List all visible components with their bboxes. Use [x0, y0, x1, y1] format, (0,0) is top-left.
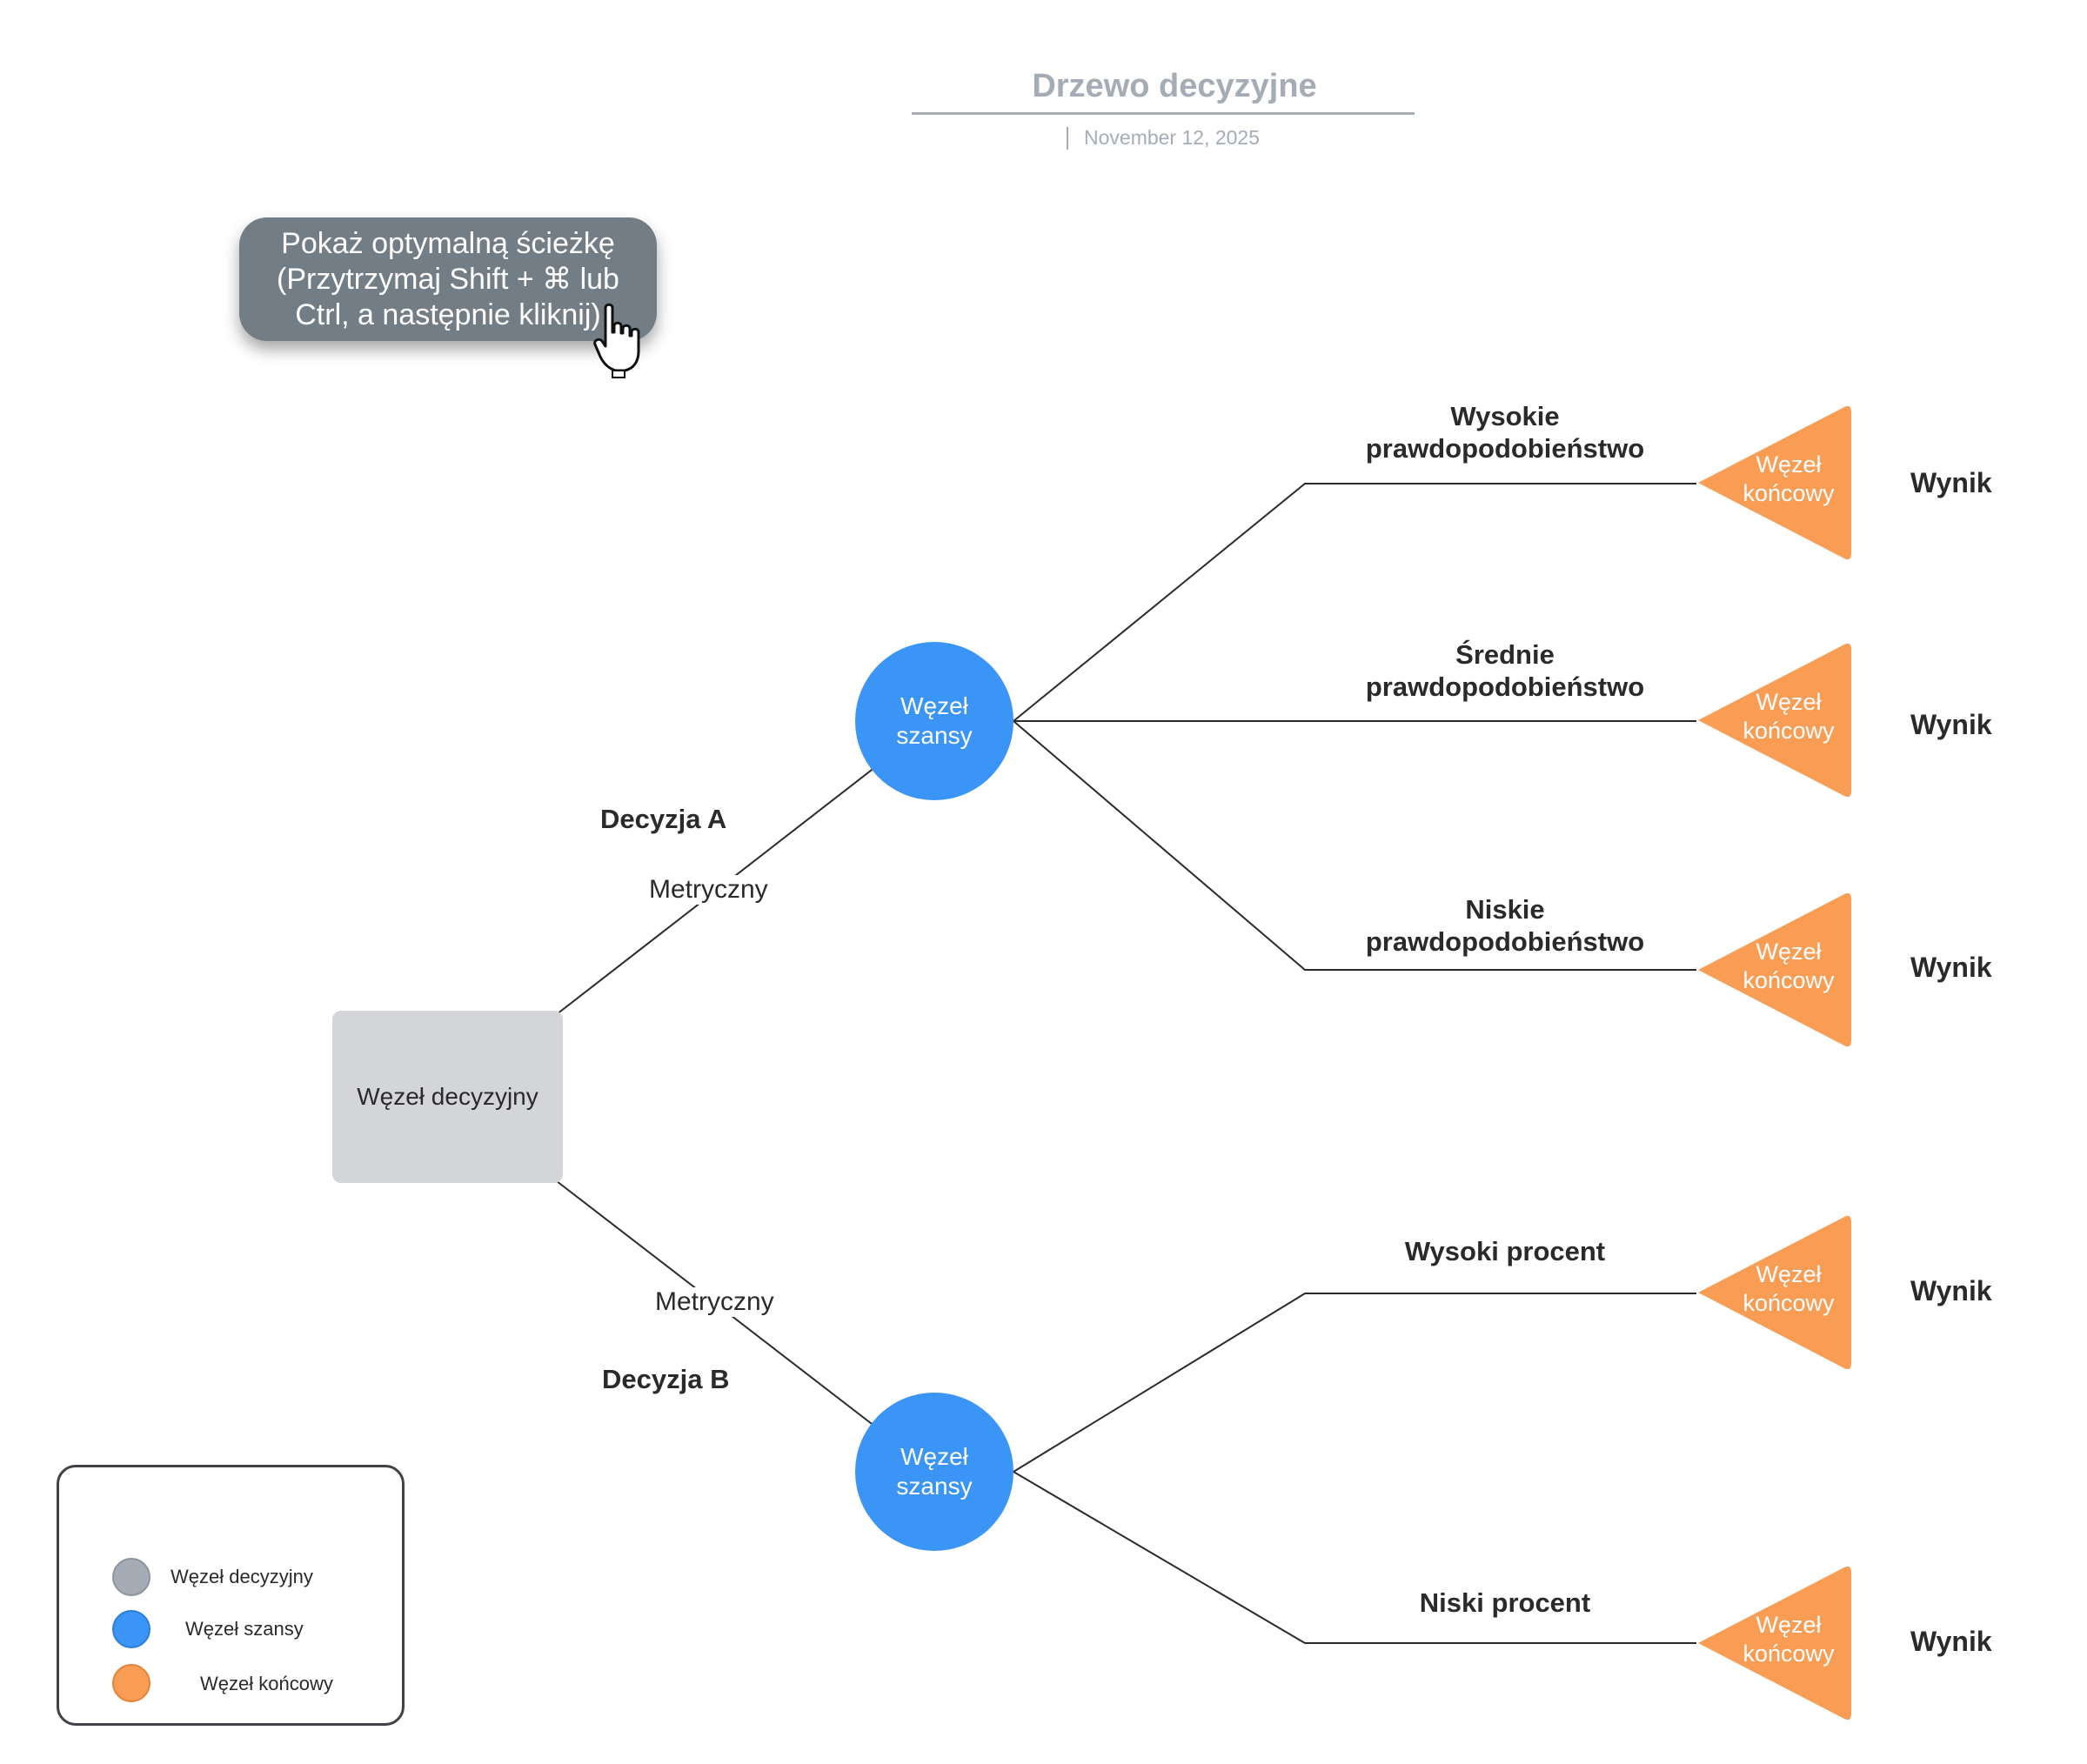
outcome-label-3: Wynik [1910, 952, 1992, 983]
legend-end-swatch [112, 1664, 151, 1702]
end-node-label: Węzeł końcowy [1743, 689, 1835, 744]
decision-node[interactable]: Węzeł decyzyjny [332, 1011, 563, 1183]
metric-a-label: Metryczny [644, 875, 773, 905]
legend-decision-swatch [112, 1558, 151, 1596]
branch-label-low-probability: Niskie prawdopodobieństwo [1365, 894, 1645, 957]
end-node-3[interactable]: Węzeł końcowy [1691, 889, 1853, 1051]
chance-node-b[interactable]: Węzeł szansy [855, 1393, 1013, 1551]
end-node-label: Węzeł końcowy [1743, 1261, 1835, 1316]
branch-label-high-percent: Wysoki procent [1404, 1236, 1606, 1266]
end-node-shape [1698, 1215, 1851, 1370]
end-node-label: Węzeł końcowy [1743, 939, 1835, 993]
end-node-shape [1698, 892, 1851, 1047]
end-node-label: Węzeł końcowy [1743, 1612, 1835, 1667]
end-node-4[interactable]: Węzeł końcowy [1691, 1212, 1853, 1373]
legend-chance-swatch [112, 1610, 151, 1648]
branch-label-low-percent: Niski procent [1419, 1587, 1591, 1618]
end-node-2[interactable]: Węzeł końcowy [1691, 639, 1853, 801]
end-node-shape [1698, 643, 1851, 798]
decision-a-label: Decyzja A [600, 804, 727, 834]
legend-decision-label: Węzeł decyzyjny [171, 1566, 313, 1587]
connector-high-probability [1013, 483, 1696, 722]
end-node-1[interactable]: Węzeł końcowy [1691, 402, 1853, 564]
outcome-label-2: Wynik [1910, 709, 1992, 740]
legend: Węzeł decyzyjny Węzeł szansy Węzeł końco… [57, 1465, 405, 1726]
outcome-label-5: Wynik [1910, 1626, 1992, 1657]
connector-low-percent [1013, 1471, 1696, 1644]
branch-label-high-probability: Wysokie prawdopodobieństwo [1365, 401, 1645, 464]
show-optimal-path-button[interactable]: Pokaż optymalną ścieżkę (Przytrzymaj Shi… [239, 217, 657, 341]
end-node-shape [1698, 1566, 1851, 1721]
end-node-5[interactable]: Węzeł końcowy [1691, 1562, 1853, 1724]
page-title: Drzewo decyzyjne [1032, 68, 1317, 104]
end-node-shape [1698, 405, 1851, 560]
connector-high-percent [1013, 1293, 1696, 1473]
date-label: November 12, 2025 [1084, 126, 1261, 149]
branch-label-medium-probability: Średnie prawdopodobieństwo [1365, 639, 1645, 702]
outcome-label-4: Wynik [1910, 1275, 1992, 1306]
legend-end-label: Węzeł końcowy [200, 1673, 333, 1694]
date-divider [1067, 127, 1068, 150]
title-underline [912, 112, 1415, 115]
end-node-label: Węzeł końcowy [1743, 451, 1835, 506]
chance-node-a[interactable]: Węzeł szansy [855, 642, 1013, 800]
decision-b-label: Decyzja B [602, 1364, 730, 1394]
hand-pointer-icon [593, 303, 640, 378]
outcome-label-1: Wynik [1910, 467, 1992, 498]
connector-low-probability [1013, 720, 1696, 971]
metric-b-label: Metryczny [650, 1287, 779, 1317]
legend-chance-label: Węzeł szansy [185, 1618, 304, 1640]
